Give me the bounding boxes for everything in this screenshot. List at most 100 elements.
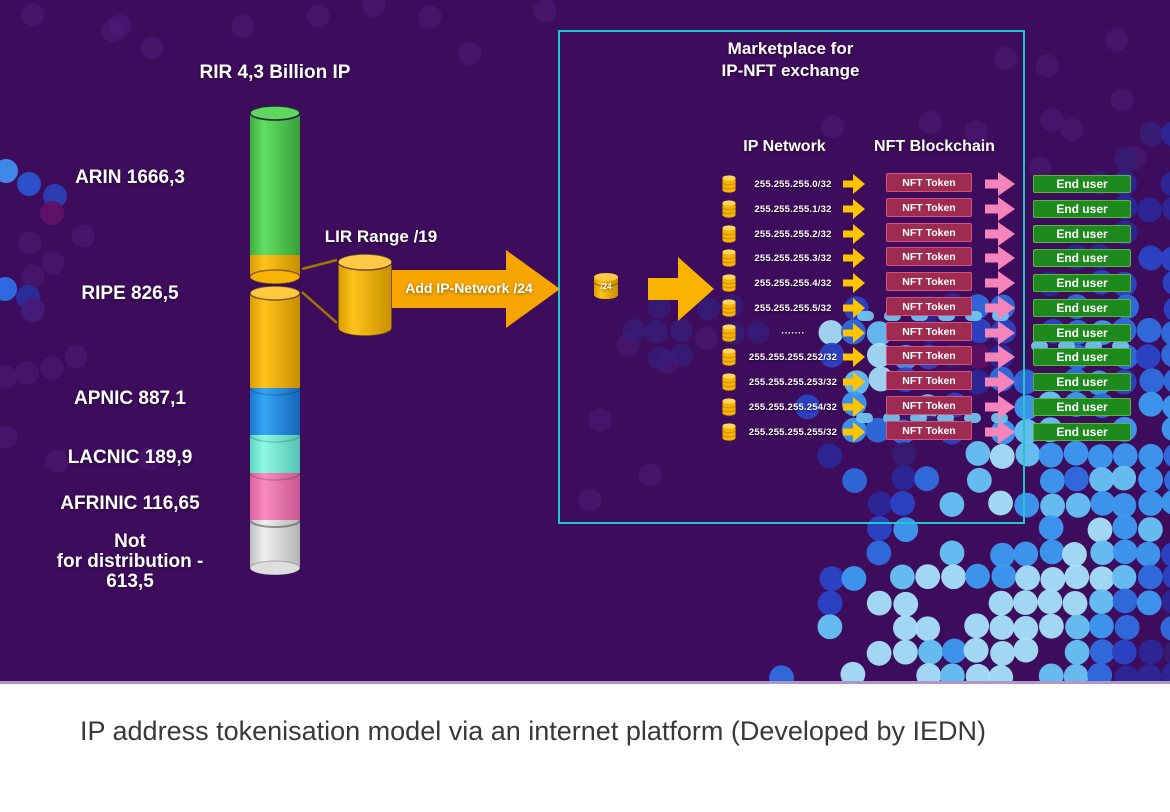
side-label-lacnic: LACNIC 189,9 [67, 447, 193, 468]
nft-token-badge: NFT Token [886, 197, 972, 217]
exchange-row: 255.255.255.253/32 NFT Token End user [715, 370, 1137, 394]
end-user-badge: End user [1033, 298, 1131, 317]
nft-token-badge: NFT Token [886, 346, 972, 366]
ip-address-label: 255.255.255.1/32 [754, 203, 832, 215]
ip-address-label: 255.255.255.4/32 [754, 278, 832, 289]
ip-address-label: 255.255.255.5/32 [754, 302, 832, 314]
slash24-cylinder [593, 273, 619, 299]
main-ip-cylinder [249, 105, 301, 576]
pink-arrow-icon [985, 246, 1015, 271]
marketplace-title-line1: Marketplace for [727, 39, 854, 58]
col-header-nft-blockchain: NFT Blockchain [874, 138, 995, 155]
nft-token-badge: NFT Token [886, 272, 972, 291]
yellow-arrow-icon [843, 421, 865, 442]
pink-arrow-icon [985, 271, 1015, 295]
ip-address-label: 255.255.255.0/32 [754, 179, 832, 190]
pink-arrow-icon [985, 172, 1015, 196]
slash24-label: /24 [600, 282, 612, 291]
pink-arrow-icon [985, 295, 1015, 320]
ip-cylinder-icon [722, 224, 736, 243]
nft-token-badge: NFT Token [886, 173, 972, 192]
end-user-badge: End user [1033, 199, 1131, 218]
marketplace-title: Marketplace for IP-NFT exchange [608, 38, 973, 82]
lir-range-label: LIR Range /19 [324, 227, 438, 246]
yellow-arrow-icon [843, 347, 865, 368]
yellow-arrow-icon [843, 198, 865, 219]
ip-cylinder-icon [722, 274, 736, 292]
ip-cylinder-icon [722, 249, 736, 267]
yellow-arrow-icon [843, 322, 865, 343]
nft-token-badge: NFT Token [886, 371, 972, 390]
pink-arrow-icon [985, 345, 1015, 370]
yellow-arrow-icon [843, 223, 865, 244]
diagram-area: RIR 4,3 Billion IP ARIN 1666,3 RIPE 826,… [0, 0, 1170, 684]
add-ip-network-arrow [392, 250, 560, 328]
nft-token-badge: NFT Token [886, 395, 972, 415]
pink-arrow-icon [985, 370, 1015, 394]
side-label-not-distribution: Not for distribution - 613,5 [56, 531, 204, 592]
add-ip-network-label: Add IP-Network /24 [405, 280, 533, 296]
ip-cylinder-icon [722, 200, 736, 218]
end-user-badge: End user [1033, 249, 1131, 268]
nft-token-badge: NFT Token [886, 321, 972, 341]
exchange-row: 255.255.255.5/32 NFT Token End user [715, 295, 1137, 320]
ip-cylinder-icon [722, 398, 736, 416]
nft-token-badge: NFT Token [886, 420, 972, 440]
end-user-badge: End user [1033, 224, 1131, 243]
exchange-row: 255.255.255.255/32 NFT Token End user [715, 419, 1137, 444]
exchange-row: 255.255.255.4/32 NFT Token End user [715, 271, 1137, 295]
ip-cylinder-icon [722, 422, 736, 441]
pink-arrow-icon [985, 419, 1015, 444]
exchange-row: 255.255.255.3/32 NFT Token End user [715, 246, 1137, 271]
yellow-arrow-icon [843, 248, 865, 269]
ip-address-label: 255.255.255.255/32 [748, 426, 838, 438]
end-user-badge: End user [1033, 323, 1131, 342]
end-user-badge: End user [1033, 397, 1131, 416]
nft-token-badge: NFT Token [886, 222, 972, 242]
yellow-arrow-icon [843, 273, 865, 293]
ip-address-label: 255.255.255.252/32 [748, 352, 838, 364]
end-user-badge: End user [1033, 348, 1131, 367]
side-label-ripe: RIPE 826,5 [81, 283, 179, 304]
ip-address-label: 255.255.255.254/32 [748, 401, 838, 413]
end-user-badge: End user [1033, 422, 1131, 441]
nft-token-badge: NFT Token [886, 247, 972, 267]
ip-address-label: 255.255.255.2/32 [754, 228, 832, 240]
rir-total-label: RIR 4,3 Billion IP [199, 62, 351, 83]
ip-address-label: ······· [781, 327, 805, 339]
ip-cylinder-icon [722, 323, 736, 342]
col-header-ip-network: IP Network [743, 138, 826, 155]
ip-cylinder-icon [722, 299, 736, 317]
connector-lines [301, 258, 338, 324]
exchange-row: 255.255.255.0/32 NFT Token End user [715, 172, 1137, 196]
ip-address-label: 255.255.255.253/32 [748, 377, 838, 388]
pink-arrow-icon [985, 196, 1015, 221]
flow-arrow-icon [648, 257, 714, 321]
yellow-arrow-icon [843, 297, 865, 318]
ip-address-label: 255.255.255.3/32 [754, 253, 832, 265]
exchange-rows: 255.255.255.0/32 NFT Token End user 255.… [715, 172, 1137, 444]
yellow-arrow-icon [843, 174, 865, 194]
diagram-shapes [249, 105, 714, 576]
side-label-apnic: APNIC 887,1 [74, 388, 186, 409]
side-label-arin: ARIN 1666,3 [75, 167, 185, 188]
ip-cylinder-icon [722, 348, 736, 366]
side-label-afrinic: AFRINIC 116,65 [60, 493, 200, 514]
nft-token-badge: NFT Token [886, 296, 972, 316]
exchange-row: 255.255.255.252/32 NFT Token End user [715, 345, 1137, 370]
yellow-arrow-icon [843, 396, 865, 417]
exchange-row: 255.255.255.2/32 NFT Token End user [715, 221, 1137, 246]
caption: IP address tokenisation model via an int… [80, 716, 986, 746]
lir-cylinder [337, 253, 393, 337]
pink-arrow-icon [985, 320, 1015, 345]
ip-cylinder-icon [722, 175, 736, 193]
end-user-badge: End user [1033, 175, 1131, 193]
pink-arrow-icon [985, 221, 1015, 246]
end-user-badge: End user [1033, 274, 1131, 292]
yellow-arrow-icon [843, 372, 865, 392]
exchange-row: 255.255.255.254/32 NFT Token End user [715, 394, 1137, 419]
exchange-row: ······· NFT Token End user [715, 320, 1137, 345]
end-user-badge: End user [1033, 373, 1131, 391]
pink-arrow-icon [985, 394, 1015, 419]
